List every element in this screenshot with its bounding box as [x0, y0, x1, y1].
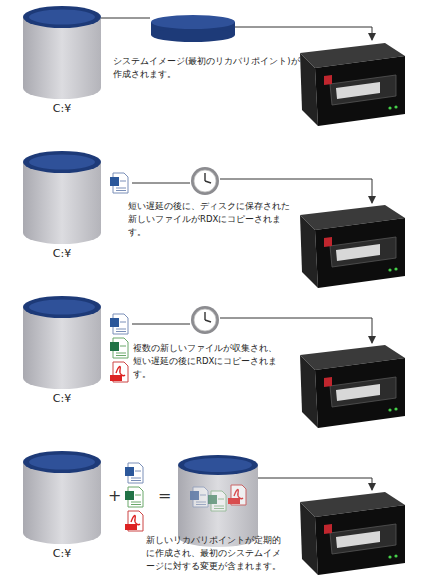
drive-label: C:¥: [22, 547, 102, 560]
drive-label: C:¥: [22, 102, 102, 115]
disk-node: C:¥: [22, 450, 102, 572]
step-note: 新しいリカバリポイントが定期的に作成され、最初のシステムイメージに対する変更が含…: [146, 534, 288, 573]
drive-label: C:¥: [22, 392, 102, 405]
operator-symbol: +: [108, 486, 124, 505]
flow-line: [220, 318, 372, 343]
disk-cylinder: [22, 295, 102, 391]
rdx-drive: [300, 205, 405, 288]
word-file-icon: [110, 173, 128, 193]
step-note: 複数の新しいファイルが収集され、短い遅延の後にRDXにコピーされます。: [133, 342, 283, 381]
flow-line: [258, 478, 372, 490]
operator-symbol: =: [158, 486, 174, 505]
flow-line: [132, 324, 190, 325]
excel-file-icon: [110, 338, 128, 358]
word-file-icon: [110, 314, 128, 334]
clock-icon: [191, 306, 219, 334]
recovery-point-disk: [178, 455, 258, 547]
disk-node: C:¥: [22, 150, 102, 265]
drive-label: C:¥: [22, 247, 102, 260]
system-image-disc: [151, 15, 235, 42]
clock-icon: [191, 167, 219, 195]
disk-cylinder: [22, 450, 102, 546]
pdf-file-icon: [125, 511, 143, 531]
rdx-drive: [300, 345, 405, 428]
rdx-drive: [300, 492, 405, 575]
disk-node: C:¥: [22, 5, 102, 115]
excel-file-icon: [125, 487, 143, 507]
word-file-icon: [125, 463, 143, 483]
flow-line: [132, 183, 190, 184]
rdx-drive: [300, 43, 405, 126]
step-note: 短い遅延の後に、ディスクに保存された新しいファイルがRDXにコピーされます。: [128, 200, 296, 239]
step-note: システムイメージ(最初のリカバリポイント)が作成されます。: [113, 55, 303, 81]
disk-cylinder: [22, 5, 102, 101]
disk-cylinder: [22, 150, 102, 246]
pdf-file-icon: [110, 362, 128, 382]
flow-line: [220, 179, 372, 203]
disk-node: C:¥: [22, 295, 102, 410]
